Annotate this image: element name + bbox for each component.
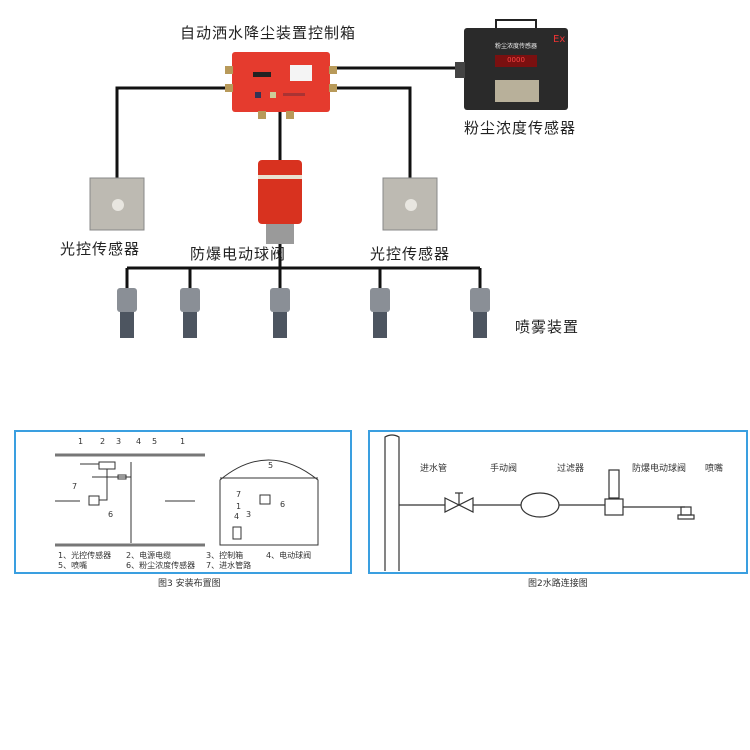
dust-sensor-display: 0000 [507,56,525,64]
dust-sensor-label: 粉尘浓度传感器 [464,119,577,137]
fig3-num: 4 [234,512,240,521]
fig3-legend-item: 2、电源电缆 [126,551,172,560]
fig3-drawing [55,453,319,547]
fig3-num: 5 [152,437,158,446]
fig3-num: 1 [236,502,242,511]
fig2-label-inlet-pipe: 进水管 [420,464,448,474]
explosion-proof-ball-valve [258,160,302,244]
ex-mark: Ex [553,34,565,45]
valve-label: 防爆电动球阀 [190,245,287,263]
light-sensor-right [382,177,438,231]
fig3-caption: 图3 安装布置图 [158,579,221,589]
fig2-frame [368,430,748,574]
fig3-num: 6 [280,500,286,509]
fig3-num: 3 [116,437,122,446]
fig3-num: 5 [268,461,274,470]
control-box [225,52,337,119]
fig3-num: 3 [246,510,252,519]
pipes [125,244,482,290]
dust-sensor-device [455,19,568,110]
fig3-legend-item: 3、控制箱 [206,551,244,560]
fig3-num: 7 [72,482,78,491]
fig3-num: 1 [180,437,186,446]
spray-device-label: 喷雾装置 [515,318,580,336]
fig3-num: 7 [236,490,242,499]
fig3-num: 6 [108,510,114,519]
fig3-legend-item: 1、光控传感器 [58,551,112,560]
light-sensor-left [89,177,145,231]
control-box-label: 自动洒水降尘装置控制箱 [180,24,357,42]
fig3-frame [14,430,352,574]
fig3-legend-item: 7、进水管路 [206,561,252,570]
cables [115,66,462,180]
fig2-label-valve: 防爆电动球阀 [632,464,687,474]
light-sensor-left-label: 光控传感器 [60,240,141,258]
fig2-drawing [384,434,695,571]
fig2-label-nozzle: 喷嘴 [705,464,724,474]
fig3-num: 4 [136,437,142,446]
fig3-legend-item: 6、粉尘浓度传感器 [126,561,196,570]
fig3-legend-item: 5、喷嘴 [58,561,88,570]
spray-nozzles [117,288,490,338]
light-sensor-right-label: 光控传感器 [370,245,451,263]
fig2-caption: 图2水路连接图 [528,579,588,589]
fig2-label-manual-valve: 手动阀 [490,464,518,474]
dust-sensor-panel-text: 粉尘浓度传感器 [495,42,537,50]
fig2-label-filter: 过滤器 [557,464,585,474]
fig3-num: 2 [100,437,106,446]
fig3-legend-item: 4、电动球阀 [266,551,312,560]
fig3-num: 1 [78,437,84,446]
